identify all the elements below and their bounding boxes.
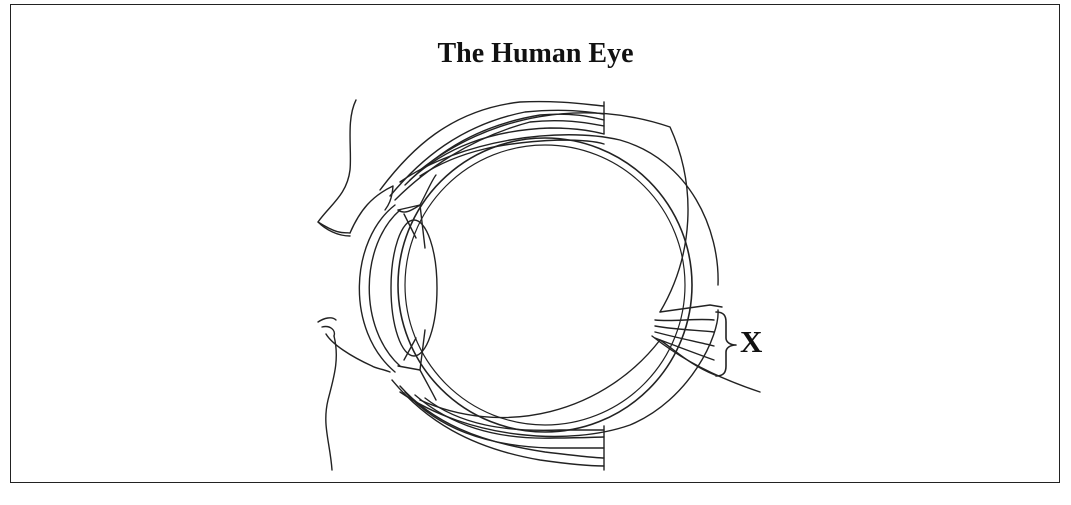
- label-x: X: [740, 326, 762, 357]
- label-bracket: [716, 312, 736, 376]
- superior-muscle: [380, 102, 604, 200]
- lower-eyelid-outline: [318, 318, 390, 470]
- upper-eyelid-outline: [318, 100, 393, 236]
- outer-globe: [400, 135, 718, 437]
- cornea: [359, 205, 400, 372]
